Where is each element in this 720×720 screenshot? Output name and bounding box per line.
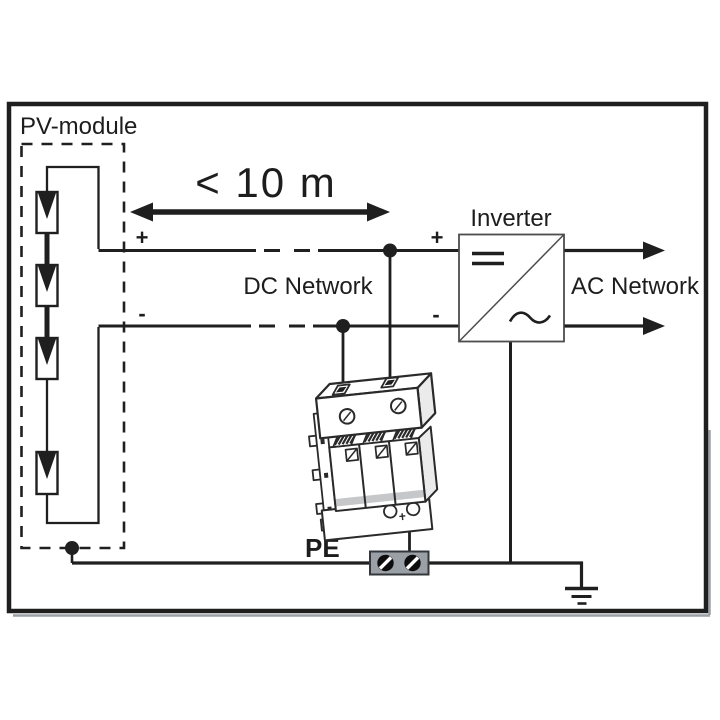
indicator-window-icon [404,441,419,456]
pv-cell-icon [35,450,59,496]
dc-plus-label-inverter: + [431,225,444,250]
slotted-screw-icon [404,554,421,572]
junction-dot [383,243,397,258]
dc-minus-label-inverter: - [432,302,439,327]
diagram-frame [6,101,711,617]
pv-cell-icon [35,263,59,308]
dc-minus-label-pv: - [138,301,145,326]
vent-grill-icon [392,425,417,442]
double-headed-arrow-icon [130,202,390,222]
earth-ground-icon [565,586,598,605]
inverter-diagonal [458,234,565,342]
indicator-window-icon [374,444,389,459]
ac-network-label: AC Network [571,273,700,300]
spd-gray-band [334,489,425,507]
distance-label: < 10 m [195,159,337,206]
spd-terminal-opening [331,383,351,396]
ac-network-lines: AC Network [564,241,700,335]
dc-plus-label-pv: + [136,225,149,250]
spd-terminal-opening [380,376,400,389]
right-arrow-icon [643,241,665,260]
indicator-window-icon [344,447,360,462]
pv-module-label: PV-module [20,113,137,140]
dc-network-label: DC Network [243,273,373,300]
screw-icon [389,397,407,415]
spd-top-base [314,372,437,440]
junction-dot [336,319,350,333]
inverter-label: Inverter [470,205,551,232]
pe-conductor [72,561,584,588]
right-arrow-icon [643,317,665,335]
pv-cell-icon [35,190,59,235]
screw-icon [338,408,356,425]
pv-cell-icon [35,336,59,381]
ac-output-arrow-top [564,241,665,260]
dc-network-lines: + - DC Network [98,225,459,389]
tiny-earth-mark [399,513,406,521]
pv-module-group: PV-module [20,113,137,563]
pv-string-wire-top [45,165,100,249]
pv-module-boundary [20,142,126,550]
spd-module-row [328,425,439,513]
pe-terminal-block [369,550,430,576]
junction-dot [65,541,79,555]
ac-symbol-icon [508,311,552,324]
distance-annotation: < 10 m [130,159,390,222]
pe-earth-group: PE [72,528,598,605]
pv-string-wire-bottom [45,327,100,525]
inverter-group: Inverter + - [431,205,565,563]
ac-output-arrow-bottom [564,317,665,335]
slotted-screw-icon [377,554,394,572]
dc-symbol-icon [472,251,504,266]
spd-device [308,372,439,542]
